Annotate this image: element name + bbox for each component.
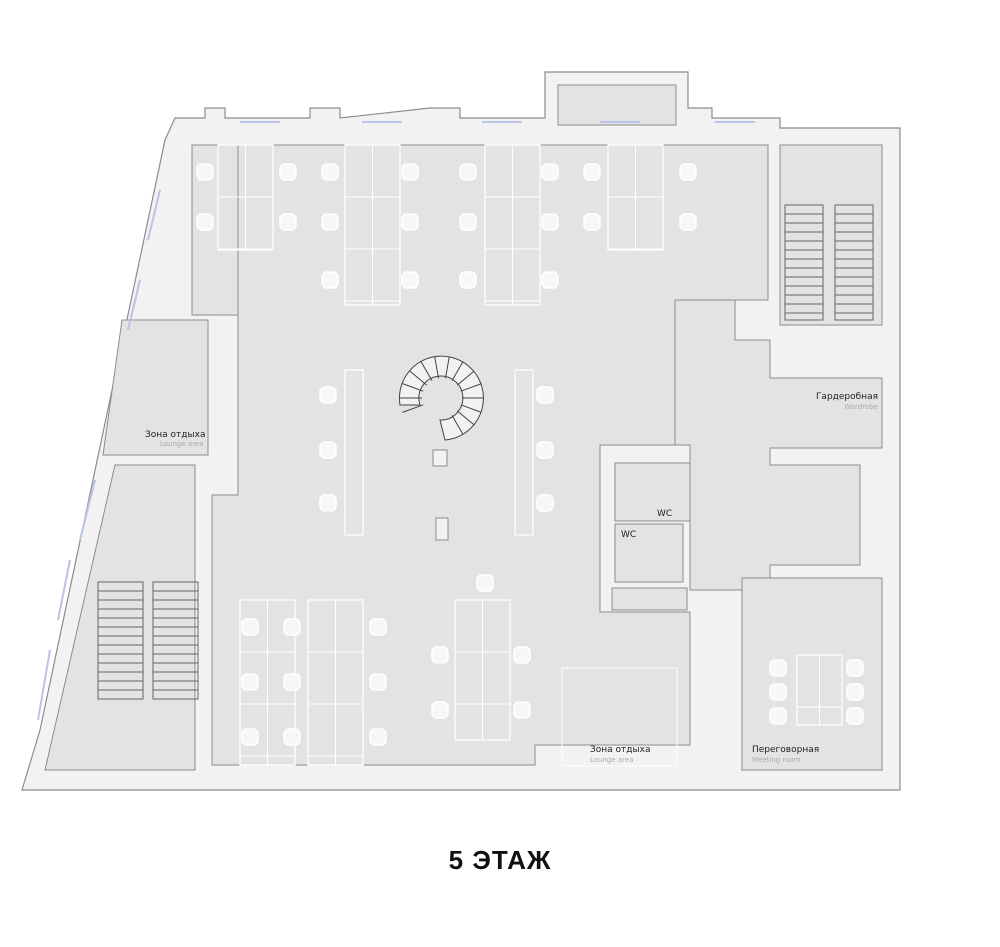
chair xyxy=(369,618,387,636)
spiral-step xyxy=(451,361,464,381)
chair xyxy=(279,213,297,231)
chair xyxy=(679,163,697,181)
chair xyxy=(431,701,449,719)
chair xyxy=(196,163,214,181)
spiral-step xyxy=(451,415,464,435)
window xyxy=(127,279,141,331)
wc-label-2: WC xyxy=(621,530,636,540)
chair xyxy=(241,673,259,691)
wc-room-1 xyxy=(614,462,691,522)
chair xyxy=(321,213,339,231)
chair xyxy=(846,659,864,677)
wardrobe-room xyxy=(674,299,883,591)
wc-label-1: WC xyxy=(657,509,672,519)
floor-title: 5 ЭТАЖ xyxy=(448,845,552,875)
chair xyxy=(769,707,787,725)
wardrobe-label-en: Wardrobe xyxy=(844,403,878,411)
chair xyxy=(476,574,494,592)
stair-room-right xyxy=(779,144,883,326)
lounge-left-label: Зона отдыха xyxy=(145,430,205,440)
desks xyxy=(217,144,843,766)
desk xyxy=(514,369,534,536)
stair-flight xyxy=(834,204,874,321)
chair xyxy=(541,163,559,181)
chair xyxy=(541,271,559,289)
spiral-step xyxy=(409,370,428,386)
chair xyxy=(583,163,601,181)
stairs xyxy=(97,204,874,700)
shaft xyxy=(611,587,688,611)
chair xyxy=(283,673,301,691)
lounge-left-label-en: Lounge area xyxy=(160,440,204,448)
spiral-staircase xyxy=(398,355,484,441)
chair xyxy=(459,213,477,231)
stair-flight xyxy=(97,581,144,700)
chair xyxy=(541,213,559,231)
chair xyxy=(583,213,601,231)
chair xyxy=(536,494,554,512)
chair xyxy=(536,441,554,459)
column xyxy=(432,449,448,467)
spiral-step xyxy=(402,404,424,413)
meeting-label-en: Meeting room xyxy=(752,756,801,764)
window xyxy=(79,479,96,541)
chair xyxy=(513,646,531,664)
chair xyxy=(769,683,787,701)
spiral-step xyxy=(434,356,440,379)
chair xyxy=(369,673,387,691)
chair xyxy=(319,386,337,404)
chairs xyxy=(196,163,864,746)
spiral-step xyxy=(456,370,475,386)
chair xyxy=(283,728,301,746)
chair xyxy=(401,271,419,289)
spiral-step xyxy=(444,356,450,379)
chair xyxy=(536,386,554,404)
chair xyxy=(401,163,419,181)
lounge-left-room xyxy=(102,319,209,456)
chair xyxy=(679,213,697,231)
stair-flight xyxy=(152,581,199,700)
chair xyxy=(241,728,259,746)
chair xyxy=(196,213,214,231)
chair xyxy=(769,659,787,677)
desk xyxy=(344,369,364,536)
spiral-step xyxy=(402,383,424,392)
chair xyxy=(369,728,387,746)
chair xyxy=(431,646,449,664)
chair xyxy=(321,163,339,181)
window xyxy=(37,649,51,721)
stair-flight xyxy=(784,204,824,321)
lounge-bottom-label: Зона отдыха xyxy=(590,745,650,755)
chair xyxy=(846,707,864,725)
chair xyxy=(283,618,301,636)
lounge-bottom-area xyxy=(561,667,678,767)
spiral-step xyxy=(456,410,475,426)
chair xyxy=(241,618,259,636)
windows xyxy=(37,121,755,721)
chair xyxy=(279,163,297,181)
meeting-label: Переговорная xyxy=(752,745,819,755)
spiral-step xyxy=(460,383,482,392)
chair xyxy=(321,271,339,289)
window xyxy=(57,559,71,621)
wardrobe-label: Гардеробная xyxy=(816,392,878,402)
lounge-bottom-label-en: Lounge area xyxy=(590,756,634,764)
spiral-step xyxy=(460,404,482,413)
chair xyxy=(319,494,337,512)
window xyxy=(147,189,161,241)
chair xyxy=(459,163,477,181)
column xyxy=(435,517,449,541)
chair xyxy=(319,441,337,459)
chair xyxy=(401,213,419,231)
chair xyxy=(459,271,477,289)
wc-room-2 xyxy=(614,523,684,583)
chair xyxy=(513,701,531,719)
top-alcove xyxy=(557,84,677,126)
spiral-step xyxy=(420,361,433,381)
chair xyxy=(846,683,864,701)
